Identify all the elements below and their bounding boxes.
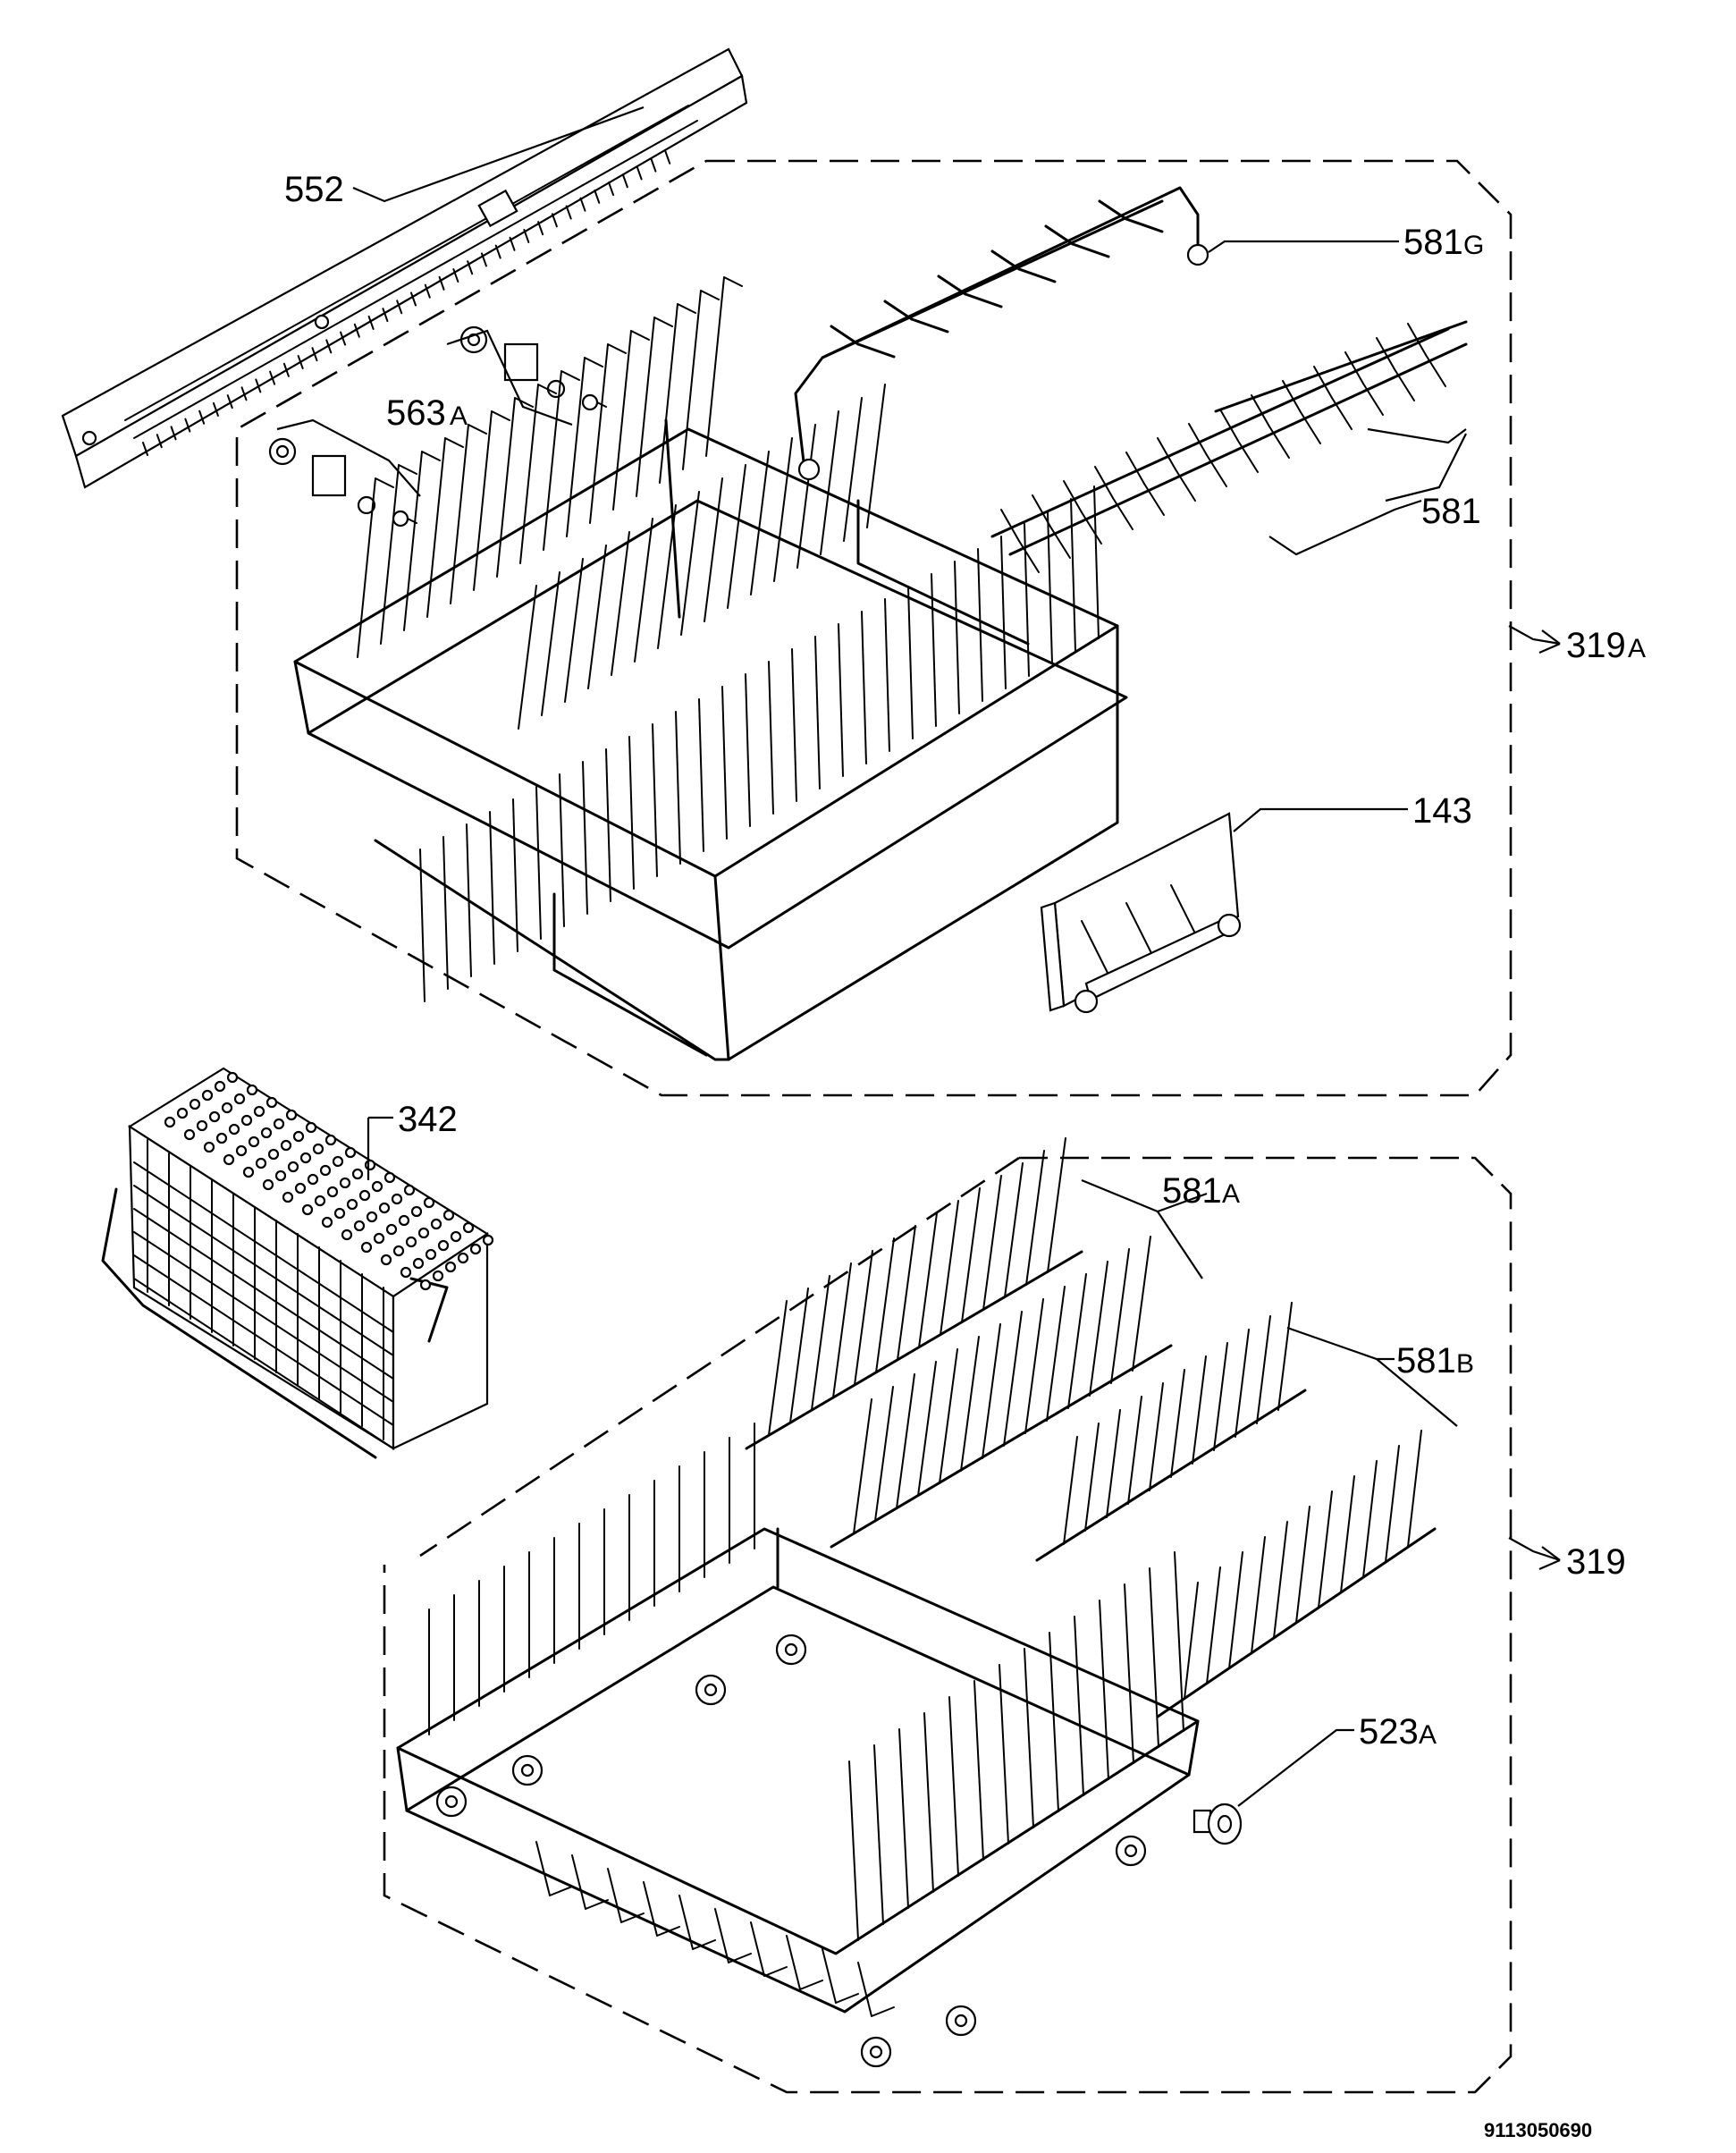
- wheel-assembly-563a-lower: [268, 437, 417, 528]
- label-319: 319: [1566, 1542, 1626, 1582]
- label-319a: 319: [1566, 626, 1626, 665]
- label-581a: 581: [1162, 1171, 1222, 1211]
- lower-basket-group-boundary: [383, 1156, 1513, 2094]
- flap-part-143: [1040, 812, 1242, 1014]
- cup-rack-581g: [794, 186, 1209, 481]
- label-581b: 581: [1396, 1341, 1456, 1380]
- cutlery-basket-342: [101, 1067, 494, 1459]
- label-563-suffix: A: [450, 401, 468, 431]
- label-143: 143: [1412, 791, 1472, 831]
- upper-basket: [293, 276, 1128, 1061]
- plate-rack-581b: [1035, 1302, 1437, 1718]
- plate-rack-581a: [745, 1137, 1173, 1549]
- label-523a-suffix: A: [1419, 1720, 1437, 1750]
- label-581: 581: [1421, 492, 1481, 531]
- label-581g-suffix: G: [1463, 231, 1484, 260]
- label-523a: 523: [1359, 1712, 1419, 1752]
- label-319a-suffix: A: [1628, 634, 1646, 663]
- upper-basket-group-boundary: [235, 159, 1513, 1097]
- lower-basket-wheels: [435, 1634, 1241, 2068]
- label-581b-suffix: B: [1456, 1349, 1474, 1379]
- label-563: 563: [386, 393, 446, 433]
- lower-basket: [396, 1423, 1200, 2017]
- label-581g: 581: [1403, 223, 1463, 262]
- wheel-part-523a: [1192, 1803, 1243, 1845]
- label-581a-suffix: A: [1222, 1179, 1240, 1209]
- rail-part-552: [61, 47, 748, 489]
- fold-rack-581: [990, 320, 1468, 573]
- label-342: 342: [398, 1100, 458, 1139]
- lower-basket-dash-dot-line: [419, 1156, 1020, 1558]
- label-552: 552: [284, 170, 344, 209]
- document-number: 9113050690: [1484, 2119, 1592, 2141]
